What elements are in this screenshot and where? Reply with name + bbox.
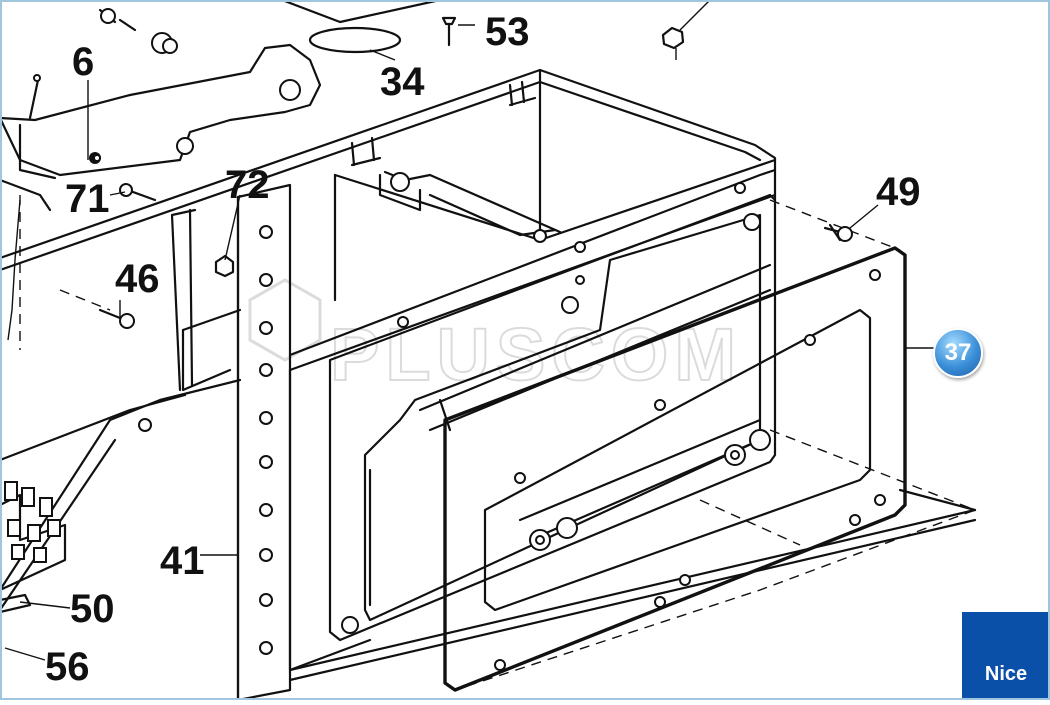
housing xyxy=(0,68,977,682)
front-plate xyxy=(328,193,777,642)
part-label-6: 6 xyxy=(72,40,94,84)
part-label-46: 46 xyxy=(115,257,160,301)
brand-logo: Nice xyxy=(962,612,1050,700)
part-callout-label: 37 xyxy=(944,339,972,366)
lever-arm xyxy=(0,43,322,341)
dashed-outline xyxy=(454,429,977,691)
part-label-50: 50 xyxy=(70,587,115,631)
part-label-41: 41 xyxy=(160,539,205,583)
leader-lines xyxy=(4,0,879,661)
terminal-block xyxy=(0,481,67,592)
part-label-56: 56 xyxy=(45,645,90,689)
part-label-49: 49 xyxy=(876,170,921,214)
part-callout-37[interactable]: 37 xyxy=(933,328,983,378)
part-label-71: 71 xyxy=(65,177,110,221)
part-label-72: 72 xyxy=(225,163,270,207)
part-label-53: 53 xyxy=(485,10,530,54)
screws xyxy=(0,0,853,614)
part-label-34: 34 xyxy=(380,60,425,104)
gasket-frame xyxy=(443,246,935,692)
terminal-strip xyxy=(236,183,292,702)
part-labels: 6 53 34 72 71 49 46 41 50 56 xyxy=(45,10,921,689)
brand-logo-text: Nice xyxy=(984,663,1028,685)
